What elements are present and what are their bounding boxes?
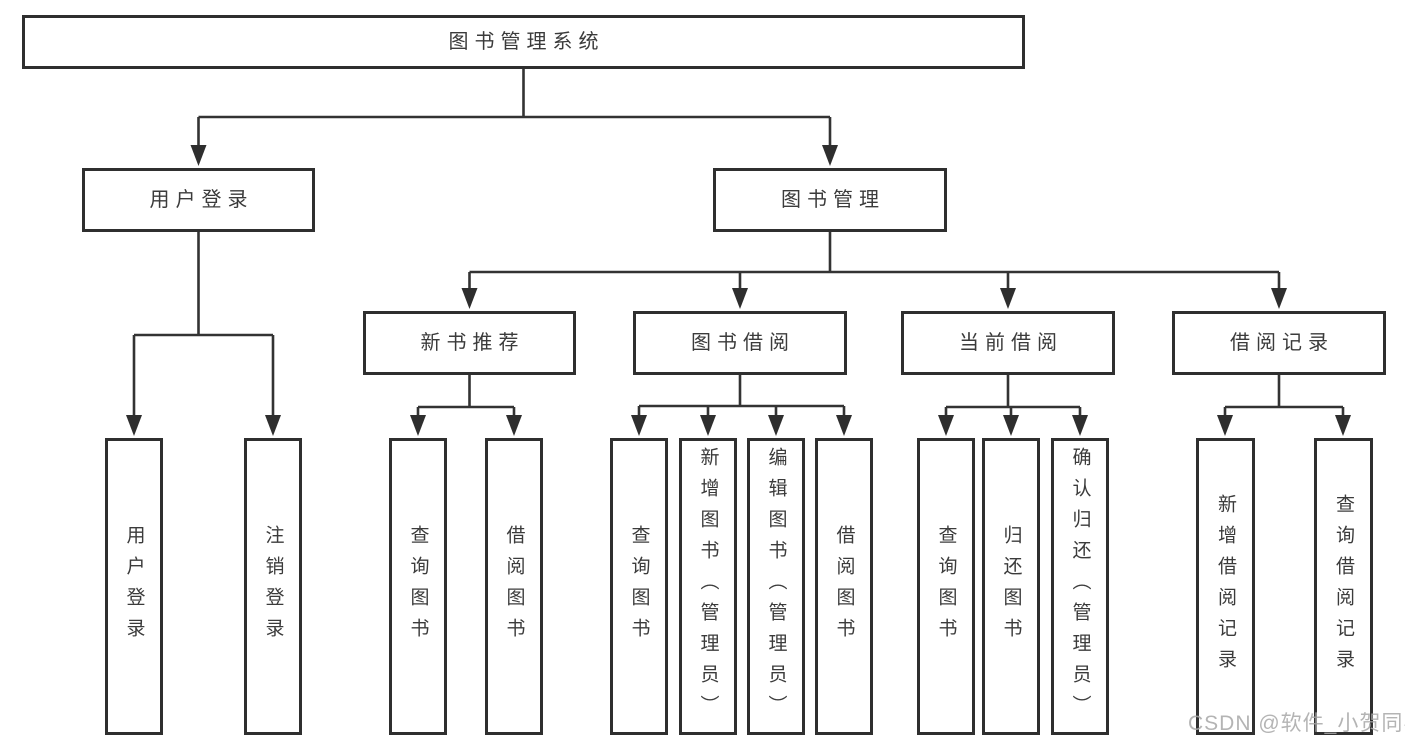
node-leaf-logout-label: 注销登录 bbox=[262, 524, 284, 649]
node-user-login: 用户登录 bbox=[82, 168, 315, 232]
node-root: 图书管理系统 bbox=[22, 15, 1025, 69]
node-new-book-recommend-label: 新书推荐 bbox=[420, 332, 525, 354]
node-leaf-query-books-recommend-label: 查询图书 bbox=[407, 524, 429, 649]
node-leaf-query-borrow-record-label: 查询借阅记录 bbox=[1333, 493, 1354, 680]
node-leaf-query-borrow-record: 查询借阅记录 bbox=[1314, 438, 1373, 735]
node-leaf-add-borrow-record: 新增借阅记录 bbox=[1196, 438, 1255, 735]
node-new-book-recommend: 新书推荐 bbox=[363, 311, 576, 375]
node-root-label: 图书管理系统 bbox=[448, 31, 605, 53]
node-leaf-borrow-books: 借阅图书 bbox=[815, 438, 873, 735]
node-current-borrow-label: 当前借阅 bbox=[959, 332, 1063, 354]
connector-borrow-records-split bbox=[1223, 375, 1345, 418]
node-leaf-return-books-label: 归还图书 bbox=[1000, 524, 1022, 649]
node-book-management-label: 图书管理 bbox=[781, 189, 885, 211]
arrowheads bbox=[126, 145, 1351, 436]
node-current-borrow: 当前借阅 bbox=[901, 311, 1115, 375]
node-leaf-edit-book-admin: 编辑图书（管理员） bbox=[747, 438, 805, 735]
node-leaf-confirm-return-admin: 确认归还（管理员） bbox=[1051, 438, 1109, 735]
node-leaf-query-books-current-label: 查询图书 bbox=[935, 524, 957, 649]
node-leaf-borrow-books-recommend: 借阅图书 bbox=[485, 438, 543, 735]
node-leaf-add-borrow-record-label: 新增借阅记录 bbox=[1215, 493, 1236, 680]
connector-book-borrow-split bbox=[637, 375, 846, 418]
node-borrow-records-label: 借阅记录 bbox=[1230, 332, 1334, 354]
node-leaf-query-books-borrow-label: 查询图书 bbox=[628, 524, 650, 649]
node-book-management: 图书管理 bbox=[713, 168, 947, 232]
node-leaf-confirm-return-admin-label: 确认归还（管理员） bbox=[1069, 447, 1091, 726]
node-leaf-user-login: 用户登录 bbox=[105, 438, 163, 735]
node-leaf-add-book-admin-label: 新增图书（管理员） bbox=[697, 447, 719, 726]
connector-root-to-level1 bbox=[197, 68, 832, 148]
node-leaf-borrow-books-recommend-label: 借阅图书 bbox=[503, 524, 525, 649]
node-leaf-return-books: 归还图书 bbox=[982, 438, 1040, 735]
node-borrow-records: 借阅记录 bbox=[1172, 311, 1386, 375]
connector-user-login-split bbox=[132, 232, 275, 418]
node-book-borrow-label: 图书借阅 bbox=[691, 332, 795, 354]
csdn-watermark: CSDN @软件_小贺同学 bbox=[1188, 712, 1405, 735]
node-leaf-add-book-admin: 新增图书（管理员） bbox=[679, 438, 737, 735]
node-leaf-query-books-current: 查询图书 bbox=[917, 438, 975, 735]
node-leaf-logout: 注销登录 bbox=[244, 438, 302, 735]
node-book-borrow: 图书借阅 bbox=[633, 311, 847, 375]
node-leaf-borrow-books-label: 借阅图书 bbox=[833, 524, 855, 649]
node-leaf-query-books-recommend: 查询图书 bbox=[389, 438, 447, 735]
node-leaf-user-login-label: 用户登录 bbox=[123, 524, 145, 649]
node-leaf-edit-book-admin-label: 编辑图书（管理员） bbox=[765, 447, 787, 726]
node-user-login-label: 用户登录 bbox=[149, 189, 254, 211]
connector-current-borrow-split bbox=[944, 375, 1082, 418]
connector-new-book-recommend-split bbox=[416, 375, 516, 418]
connector-book-management-split bbox=[468, 232, 1281, 290]
node-leaf-query-books-borrow: 查询图书 bbox=[610, 438, 668, 735]
